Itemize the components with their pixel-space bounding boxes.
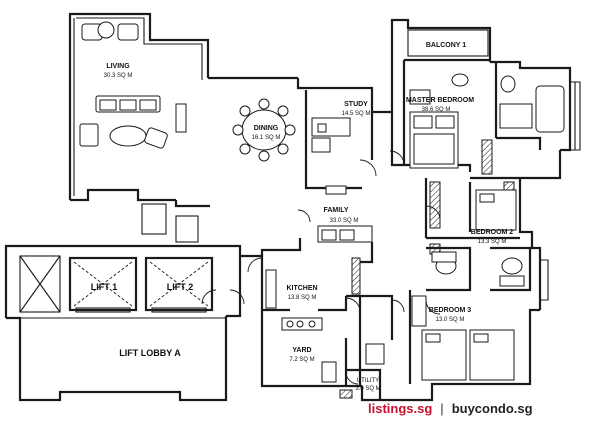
family-label: FAMILY [323,207,348,214]
outer-walls [4,12,572,402]
bedroom3-area: 13.0 SQ M [436,317,465,323]
dining-area: 16.1 SQ M [252,135,281,141]
lift-lobby-label: LIFT LOBBY A [119,348,181,358]
lift-markings [73,261,209,313]
study-label: STUDY [344,101,368,108]
living-label: LIVING [106,63,130,70]
watermark-separator: | [440,400,444,416]
yard-label: YARD [292,347,311,354]
family-furniture [317,185,373,243]
living-area: 30.3 SQ M [104,73,133,79]
lift2-label: LIFT 2 [167,282,194,292]
watermark-brand-a: listings.sg [368,400,433,416]
bedroom2-area: 13.3 SQ M [478,239,507,245]
master-furniture [409,73,565,169]
dining-furniture [232,98,296,162]
master-bedroom-label: MASTER BEDROOM [406,97,474,104]
living-furniture [79,21,187,149]
study-area: 14.5 SQ M [342,111,371,117]
dining-label: DINING [254,125,279,132]
room-labels: LIVING 30.3 SQ M DINING 16.1 SQ M STUDY … [91,42,514,392]
bedroom2-label: BEDROOM 2 [471,229,514,236]
balcony-label: BALCONY 1 [426,42,466,49]
site-watermark: listings.sg | buycondo.sg [368,393,533,423]
family-area: 33.0 SQ M [330,218,359,224]
bedroom-furniture [411,189,525,381]
doors [201,150,441,385]
kitchen-furniture [265,269,385,383]
kitchen-area: 13.8 SQ M [288,295,317,301]
watermark-brand-b: buycondo.sg [451,400,533,416]
study-furniture [311,117,351,153]
windows [540,81,581,301]
kitchen-label: KITCHEN [286,285,317,292]
master-bedroom-area: 38.6 SQ M [422,107,451,113]
lift1-label: LIFT 1 [91,282,118,292]
yard-area: 7.2 SQ M [289,357,314,363]
bedroom3-label: BEDROOM 3 [429,307,472,314]
utility-area: 3.0 SQ M [355,386,380,392]
utility-label: UTILITY [357,378,379,384]
